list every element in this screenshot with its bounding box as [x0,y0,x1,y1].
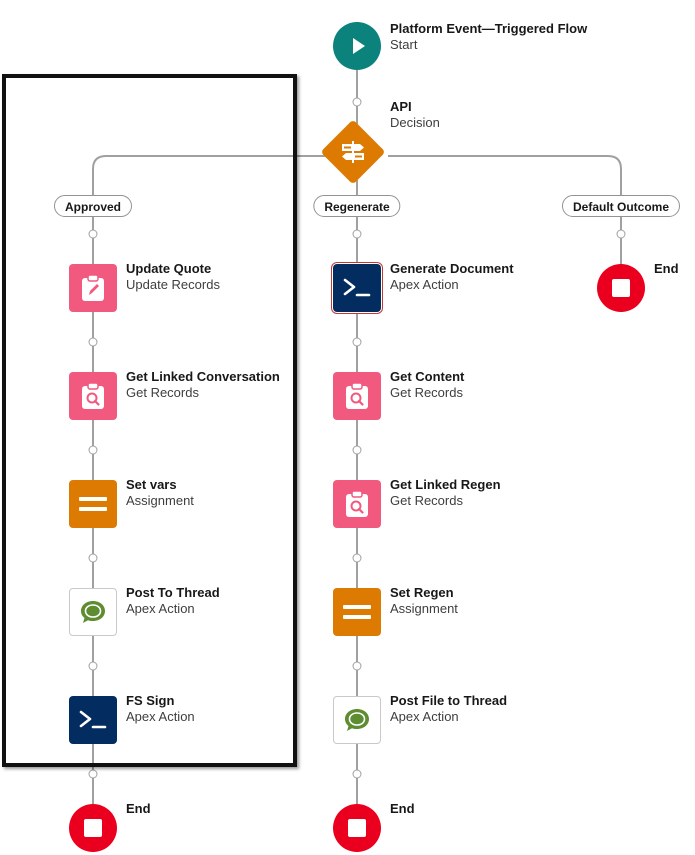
outcome-default-pill[interactable]: Default Outcome [561,195,681,217]
decision-subtitle: Decision [390,115,440,130]
assignment-icon [79,497,107,511]
connector-dot[interactable] [352,97,362,107]
decision-title: API [390,99,412,114]
node-subtitle: Apex Action [126,709,195,724]
set-vars-node[interactable] [69,480,117,528]
get-linked-regen-label: Get Linked Regen Get Records [390,477,501,509]
update-quote-node[interactable] [69,264,117,312]
decision-icon-wrap [325,124,381,180]
start-label: Platform Event—Triggered Flow Start [390,21,587,53]
fs-sign-label: FS Sign Apex Action [126,693,195,725]
node-title: FS Sign [126,693,175,708]
node-title: Set vars [126,477,177,492]
generate-document-label: Generate Document Apex Action [390,261,514,293]
end-title: End [390,801,415,816]
end-title: End [654,261,679,276]
stop-icon [612,279,630,297]
end-label-default: End [654,261,679,277]
connector-dot[interactable] [88,769,98,779]
end-title: End [126,801,151,816]
update-quote-label: Update Quote Update Records [126,261,220,293]
connector-dot[interactable] [352,445,362,455]
post-file-to-thread-node[interactable] [333,696,381,744]
get-content-label: Get Content Get Records [390,369,464,401]
get-records-icon [346,382,368,409]
node-title: Post To Thread [126,585,220,600]
node-title: Get Content [390,369,465,384]
node-title: Post File to Thread [390,693,508,708]
get-content-node[interactable] [333,372,381,420]
end-label-regenerate: End [390,801,415,817]
generate-document-node[interactable] [333,264,381,312]
signpost-icon [342,141,364,163]
stop-icon [84,819,102,837]
node-title: Get Linked Regen [390,477,501,492]
node-title: Get Linked Conversation [126,369,280,384]
connector-dot[interactable] [88,553,98,563]
outcome-approved-pill[interactable]: Approved [53,195,133,217]
node-subtitle: Apex Action [390,709,459,724]
play-icon [353,38,365,54]
apex-action-icon [343,278,371,297]
connector-dot[interactable] [352,769,362,779]
node-subtitle: Get Records [390,493,463,508]
connector-dot[interactable] [352,661,362,671]
get-records-icon [82,382,104,409]
start-node[interactable] [333,22,381,70]
stop-icon [348,819,366,837]
node-title: Set Regen [390,585,454,600]
update-records-icon [82,274,104,301]
post-to-thread-label: Post To Thread Apex Action [126,585,220,617]
connector-dot[interactable] [88,661,98,671]
node-subtitle: Apex Action [126,601,195,616]
node-subtitle: Assignment [126,493,194,508]
set-regen-label: Set Regen Assignment [390,585,458,617]
apex-action-icon [79,710,107,729]
connector-dot[interactable] [352,229,362,239]
get-records-icon [346,490,368,517]
node-subtitle: Update Records [126,277,220,292]
connector-dot[interactable] [352,337,362,347]
node-subtitle: Apex Action [390,277,459,292]
end-node-regenerate[interactable] [333,804,381,852]
assignment-icon [343,605,371,619]
post-file-to-thread-label: Post File to Thread Apex Action [390,693,507,725]
connector-dot[interactable] [88,337,98,347]
connector-dot[interactable] [88,229,98,239]
start-title: Platform Event—Triggered Flow [390,21,588,36]
decision-label: API Decision [390,99,440,131]
node-subtitle: Assignment [390,601,458,616]
end-node-default[interactable] [597,264,645,312]
node-title: Generate Document [390,261,514,276]
end-node-approved[interactable] [69,804,117,852]
get-linked-conversation-label: Get Linked Conversation Get Records [126,369,280,401]
start-subtitle: Start [390,37,418,52]
node-subtitle: Get Records [126,385,199,400]
set-vars-label: Set vars Assignment [126,477,194,509]
connector-dot[interactable] [352,553,362,563]
set-regen-node[interactable] [333,588,381,636]
fs-sign-node[interactable] [69,696,117,744]
get-linked-conversation-node[interactable] [69,372,117,420]
get-linked-regen-node[interactable] [333,480,381,528]
end-label-approved: End [126,801,151,817]
node-subtitle: Get Records [390,385,463,400]
chat-bubble-icon [345,709,369,731]
chat-bubble-icon [81,601,105,623]
post-to-thread-node[interactable] [69,588,117,636]
connector-dot[interactable] [616,229,626,239]
node-title: Update Quote [126,261,212,276]
connector-dot[interactable] [88,445,98,455]
outcome-regenerate-pill[interactable]: Regenerate [313,195,401,217]
